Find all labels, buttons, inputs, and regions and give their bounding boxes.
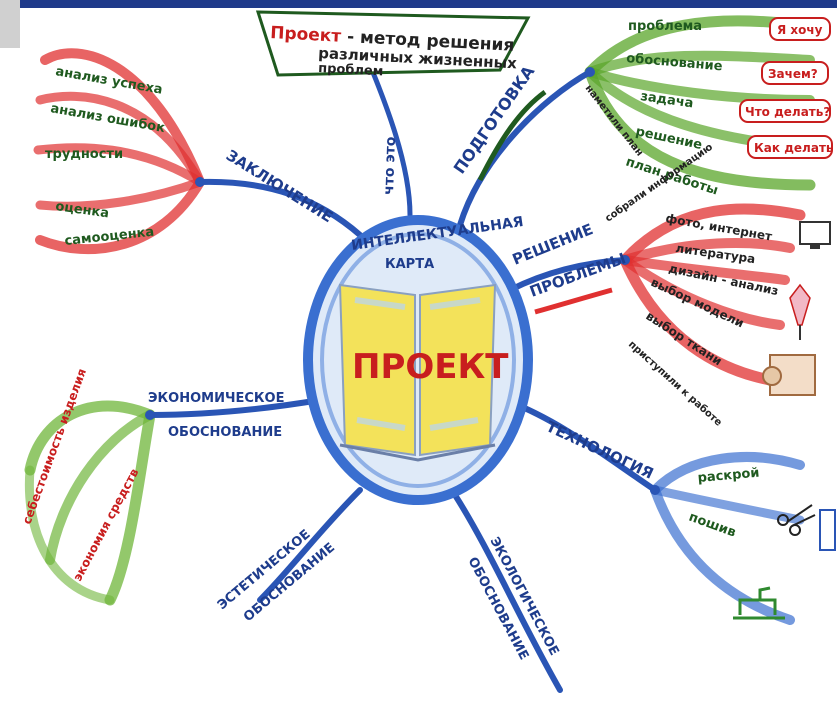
prep-question: Я хочу xyxy=(777,23,823,37)
blue-branches xyxy=(147,62,658,693)
monitor-icon xyxy=(799,221,831,249)
branch-econ2: ОБОСНОВАНИЕ xyxy=(168,425,282,440)
prep-item: проблема xyxy=(628,19,702,34)
econ-item: себестоимость изделия xyxy=(20,367,89,526)
branch-ends xyxy=(145,67,660,495)
prep-question: Что делать? xyxy=(745,105,830,119)
conclusion-item: оценка xyxy=(54,199,110,221)
tech-ribbon xyxy=(650,452,805,625)
tech-item: пошив xyxy=(687,510,738,541)
book-icon xyxy=(338,283,497,462)
title-line3: проблем xyxy=(318,61,384,79)
center-circle-inner xyxy=(320,232,516,488)
branch-tech: ТЕХНОЛОГИЯ xyxy=(543,417,656,482)
econ-ribbon xyxy=(24,400,156,606)
branch-econ1: ЭКОНОМИЧЕСКОЕ xyxy=(148,391,284,406)
prep-item: задача xyxy=(639,89,694,111)
center-ring-text2: КАРТА xyxy=(385,257,434,272)
top-left-block xyxy=(0,0,20,48)
tech-item: раскрой xyxy=(697,466,760,486)
conclusion-item: трудности xyxy=(45,147,123,162)
solving-underline xyxy=(534,287,613,315)
scissors-icon xyxy=(777,504,816,536)
solving-ribbon xyxy=(619,203,806,386)
branch-what: что это xyxy=(381,136,399,195)
top-bar xyxy=(0,0,837,8)
prep-question: Как делать xyxy=(754,141,834,155)
question-boxes xyxy=(739,17,833,159)
conclusion-ribbon xyxy=(33,48,205,255)
dress-form-icon xyxy=(789,283,811,340)
prep-underline xyxy=(477,89,547,182)
prep-question: Зачем? xyxy=(768,67,818,81)
center-book-word: ПРОЕКТ xyxy=(352,347,509,387)
sewing-machine-icon xyxy=(733,586,785,620)
title-box xyxy=(255,10,531,77)
ruler-icon xyxy=(819,509,836,551)
fabric-roll-icon xyxy=(762,354,816,396)
